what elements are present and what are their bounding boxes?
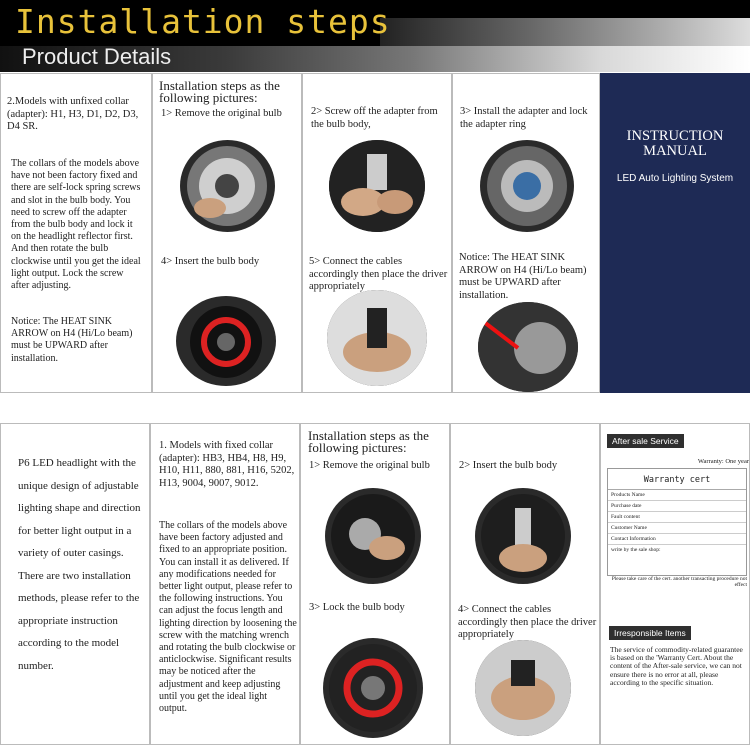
irresponsible-text: The service of commodity-related guarant… [610, 645, 743, 687]
header-band [0, 46, 750, 72]
header-gloss [380, 18, 750, 48]
top-models-intro: 2.Models with unfixed collar (adapter): … [7, 96, 139, 132]
fixed-models-body: The collars of the models above have bee… [159, 520, 297, 715]
top-models-body: The collars of the models above have not… [11, 158, 141, 292]
page-subtitle: Product Details [22, 44, 172, 69]
top-step-5-label: 5> Connect the cables accordingly then p… [309, 256, 448, 292]
top-left-panel: 2.Models with unfixed collar (adapter): … [0, 73, 152, 393]
bottom-steps-heading: Installation steps as the following pict… [308, 428, 429, 455]
manual-title: INSTRUCTION MANUAL [626, 128, 724, 159]
top-step-3-label: 3> Install the adapter and lock the adap… [460, 106, 588, 130]
adapter-photo [329, 140, 425, 232]
instruction-manual-cover: INSTRUCTION MANUAL LED Auto Lighting Sys… [600, 73, 750, 393]
top-step-4-label: 4> Insert the bulb body [161, 256, 260, 267]
bottom-connect-cables-photo [475, 640, 571, 736]
connect-cables-photo [327, 290, 427, 386]
bottom-step-3-label: 3> Lock the bulb body [309, 602, 405, 613]
bottom-step-4-label: 4> Connect the cables accordingly then p… [458, 604, 597, 640]
top-step-1-label: 1> Remove the original bulb [161, 108, 282, 119]
warranty-cut-note: Please take care of the cert. another tr… [611, 576, 747, 588]
bottom-remove-bulb-photo [325, 488, 421, 584]
warranty-field-0: Products Name [608, 490, 746, 501]
top-col-3: 3> Install the adapter and lock the adap… [452, 73, 600, 393]
warranty-field-3: Customer Name [608, 523, 746, 534]
page-header: Installation steps Product Details [0, 0, 750, 72]
irresponsible-label: Irresponsible Items [609, 626, 691, 640]
top-col-2: 2> Screw off the adapter from the bulb b… [302, 73, 452, 393]
warranty-field-1: Purchase date [608, 501, 746, 512]
after-sale-label: After sale Service [607, 434, 684, 448]
product-description: P6 LED headlight with the unique design … [18, 457, 141, 672]
top-steps-heading: Installation steps as the following pict… [159, 78, 280, 105]
bottom-col-3: 2> Insert the bulb body 4> Connect the c… [450, 423, 600, 745]
fixed-models-intro: 1. Models with fixed collar (adapter): H… [159, 440, 295, 489]
warranty-title: Warranty cert [608, 469, 746, 490]
bottom-col-1: 1. Models with fixed collar (adapter): H… [150, 423, 300, 745]
bottom-step-1-label: 1> Remove the original bulb [309, 460, 430, 471]
page-title: Installation steps [15, 2, 391, 41]
heat-sink-photo [478, 302, 578, 392]
bottom-col-2: Installation steps as the following pict… [300, 423, 450, 745]
top-notice: Notice: The HEAT SINK ARROW on H4 (Hi/Lo… [459, 252, 587, 301]
top-step-2-label: 2> Screw off the adapter from the bulb b… [311, 106, 438, 130]
manual-subtitle: LED Auto Lighting System [616, 173, 734, 184]
warranty-write-note: write by the sale shop: [611, 547, 661, 553]
top-col-1: Installation steps as the following pict… [152, 73, 302, 393]
bottom-step-2-label: 2> Insert the bulb body [459, 460, 558, 471]
after-sale-panel: After sale Service Warranty: One year Wa… [600, 423, 750, 745]
lock-bulb-photo [323, 638, 423, 738]
bottom-insert-bulb-photo [475, 488, 571, 584]
warranty-field-4: Contact Information [608, 534, 746, 545]
top-models-notice: Notice: The HEAT SINK ARROW on H4 (Hi/Lo… [11, 316, 133, 364]
remove-bulb-photo [180, 140, 275, 232]
adapter-ring-photo [480, 140, 574, 232]
warranty-period: Warranty: One year [697, 458, 749, 465]
bottom-left-panel: P6 LED headlight with the unique design … [0, 423, 150, 745]
warranty-field-2: Fault content [608, 512, 746, 523]
insert-bulb-photo [176, 296, 276, 386]
